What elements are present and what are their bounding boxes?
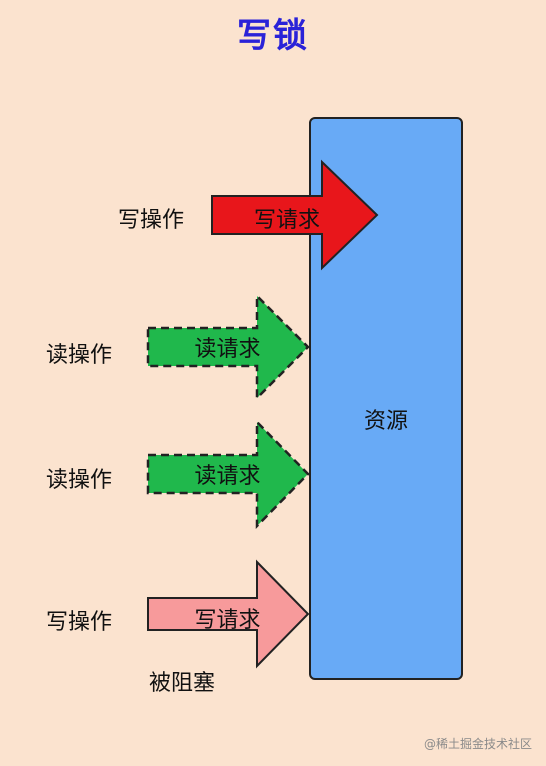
arrow-label-2: 读请求 [194, 337, 261, 362]
resource-label: 资源 [363, 409, 408, 434]
arrow-3-shape [146, 418, 310, 530]
watermark: @稀土掘金技术社区 [423, 737, 532, 751]
blocked-label: 被阻塞 [149, 671, 216, 696]
diagram-title: 写锁 [237, 16, 309, 56]
operation-label-1: 写操作 [118, 208, 185, 233]
arrow-4-shape [147, 559, 310, 669]
operation-label-4: 写操作 [46, 610, 113, 635]
operation-label-3: 读操作 [46, 468, 113, 493]
arrow-label-1: 写请求 [253, 208, 320, 233]
operation-label-2: 读操作 [46, 343, 113, 368]
arrow-2-shape [146, 292, 310, 402]
arrow-label-4: 写请求 [194, 608, 261, 633]
arrow-1-shape [211, 159, 379, 271]
arrow-label-3: 读请求 [194, 464, 261, 489]
